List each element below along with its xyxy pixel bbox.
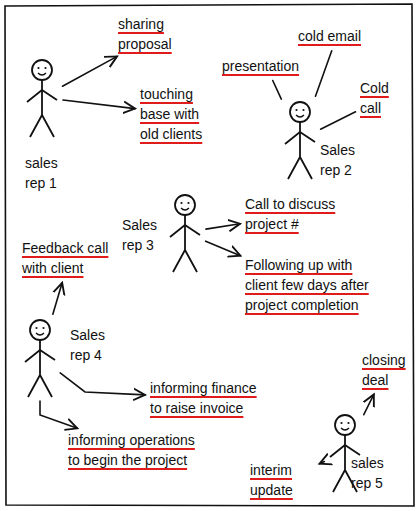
sales-rep-figure	[27, 60, 57, 137]
plain-line	[321, 112, 356, 129]
activity-text: touching base with old clients	[140, 84, 220, 144]
sales-rep-figure	[170, 195, 200, 272]
sales-rep-node: sales rep 5	[328, 413, 362, 492]
arrow-connector	[206, 224, 240, 229]
activity-text: sharing proposal	[118, 14, 198, 54]
sales-rep-figure	[25, 320, 55, 397]
activity-note: Feedback call with client	[22, 238, 117, 278]
activity-text: informing finance to raise invoice	[150, 378, 272, 418]
sales-rep-node: Sales rep 3	[168, 193, 202, 272]
activity-text: interim update	[250, 460, 315, 500]
activity-note: cold email	[298, 26, 376, 46]
activity-text: presentation	[222, 56, 310, 76]
arrow-connector	[206, 241, 241, 256]
arrow-connector	[60, 373, 145, 395]
sales-rep-node: Sales rep 4	[23, 318, 57, 397]
activity-note: sharing proposal	[118, 14, 198, 54]
activity-text: closing deal	[362, 350, 410, 390]
activity-text: Cold call	[360, 78, 406, 118]
plain-line	[273, 81, 282, 100]
activity-note: Call to discuss project #	[245, 194, 357, 234]
sales-rep-node: sales rep 1	[25, 58, 59, 137]
sales-rep-figure	[285, 102, 315, 179]
activity-note: informing operations to begin the projec…	[68, 430, 208, 470]
activity-text: informing operations to begin the projec…	[68, 430, 208, 470]
rep-label: Sales rep 2	[320, 140, 368, 180]
arrow-connector	[320, 462, 325, 464]
activity-text: cold email	[298, 26, 376, 46]
arrow-connector	[364, 394, 374, 414]
activity-note: informing finance to raise invoice	[150, 378, 272, 418]
arrow-connector	[40, 401, 77, 428]
activity-text: Following up with client few days after …	[245, 255, 375, 315]
rep-label: Sales rep 4	[70, 325, 116, 365]
activity-text: Call to discuss project #	[245, 194, 357, 234]
rep-label: sales rep 5	[351, 453, 395, 493]
activity-note: presentation	[222, 56, 310, 76]
arrow-connector	[53, 283, 62, 314]
activity-note: Cold call	[360, 78, 406, 118]
arrow-connector	[63, 100, 135, 109]
sketch-border	[5, 4, 414, 506]
rep-label: Sales rep 3	[122, 215, 166, 255]
sales-rep-node: Sales rep 2	[283, 100, 317, 179]
rep-label: sales rep 1	[25, 153, 71, 193]
activity-note: Following up with client few days after …	[245, 255, 375, 315]
activity-note: touching base with old clients	[140, 84, 220, 144]
activity-note: interim update	[250, 460, 315, 500]
arrow-connector	[63, 56, 118, 86]
activity-text: Feedback call with client	[22, 238, 117, 278]
plain-line	[315, 51, 331, 97]
activity-note: closing deal	[362, 350, 410, 390]
